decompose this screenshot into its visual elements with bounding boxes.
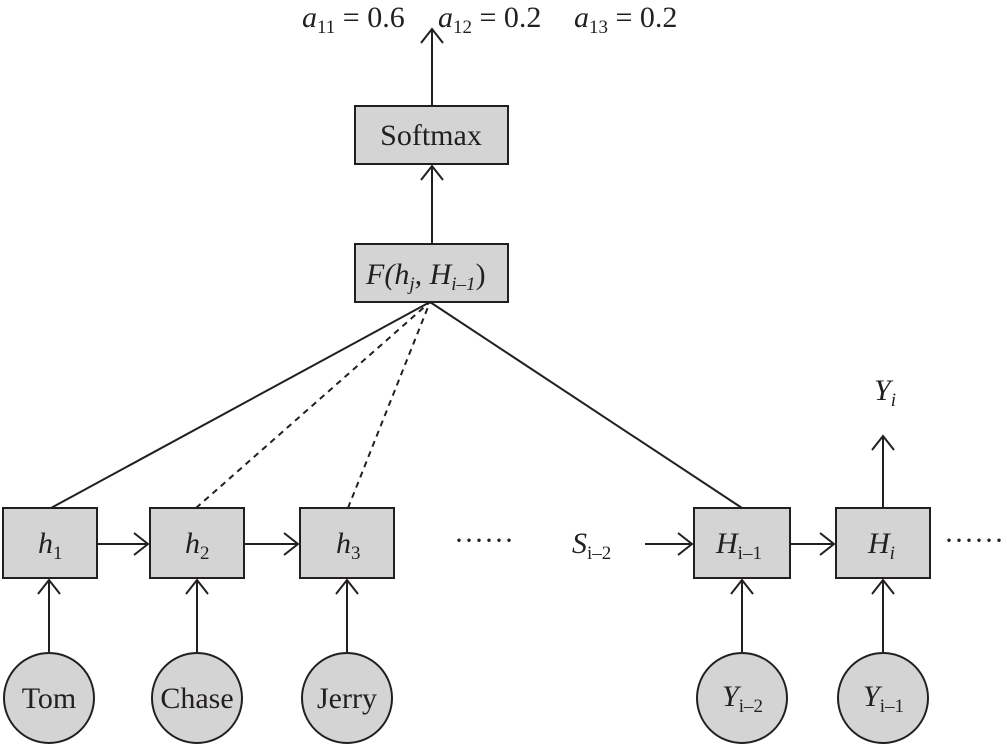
encoder-state-h2: h2 <box>149 507 245 579</box>
input-node-tom: Tom <box>3 652 95 744</box>
svg-text:h2: h2 <box>185 527 210 564</box>
svg-text:Jerry: Jerry <box>317 682 377 715</box>
arrow-softmax-to-weights <box>420 27 444 106</box>
arrow-input-y-prev2 <box>730 578 754 652</box>
decoder-state-h-current: Hi <box>835 507 931 579</box>
score-function-label: F(hj, Hi–1) <box>365 258 486 295</box>
svg-text:Hi–1: Hi–1 <box>715 527 762 564</box>
input-node-jerry: Jerry <box>301 652 393 744</box>
input-node-chase: Chase <box>151 652 243 744</box>
arrow-h2-to-h3 <box>244 532 300 556</box>
arrow-input-jerry <box>335 578 359 652</box>
output-label: Yi <box>874 374 896 411</box>
svg-text:h3: h3 <box>336 527 361 564</box>
svg-text:Hi: Hi <box>867 527 895 564</box>
arrow-score-to-softmax <box>420 164 444 244</box>
attention-weight-a12: a12 = 0.2 <box>438 1 541 38</box>
attention-weight-a11: a11 = 0.6 <box>302 1 405 38</box>
encoder-state-h1: h1 <box>2 507 98 579</box>
connection-h2-to-score <box>195 301 431 509</box>
input-node-y-prev1: Yi–1 <box>837 652 929 744</box>
softmax-box: Softmax <box>354 105 509 165</box>
connection-hprev-to-score <box>429 301 743 509</box>
connection-h1-to-score <box>50 301 431 509</box>
input-node-y-prev2: Yi–2 <box>696 652 788 744</box>
ellipsis-middle: ······ <box>454 524 514 557</box>
arrow-input-chase <box>185 578 209 652</box>
arrow-input-y-prev1 <box>871 578 895 652</box>
arrow-h1-to-h2 <box>97 532 150 556</box>
svg-text:h1: h1 <box>38 527 63 564</box>
ellipsis-right: ······ <box>944 524 1004 557</box>
arrow-input-tom <box>37 578 61 652</box>
encoder-state-h3: h3 <box>299 507 395 579</box>
arrow-decoder-to-output <box>871 434 895 508</box>
svg-text:Tom: Tom <box>22 682 77 715</box>
svg-text:Yi–2: Yi–2 <box>722 680 763 717</box>
arrow-prev-state-to-decoder <box>645 532 694 556</box>
attention-weight-a13: a13 = 0.2 <box>574 1 677 38</box>
softmax-label: Softmax <box>380 119 482 152</box>
connection-h3-to-score <box>347 301 431 509</box>
prev-state-label: Si–2 <box>572 527 611 564</box>
arrow-decoder-prev-to-current <box>790 532 836 556</box>
score-function-box: F(hj, Hi–1) <box>354 243 509 303</box>
svg-text:Chase: Chase <box>160 682 233 715</box>
decoder-state-h-prev: Hi–1 <box>693 507 791 579</box>
svg-text:Yi–1: Yi–1 <box>863 680 904 717</box>
